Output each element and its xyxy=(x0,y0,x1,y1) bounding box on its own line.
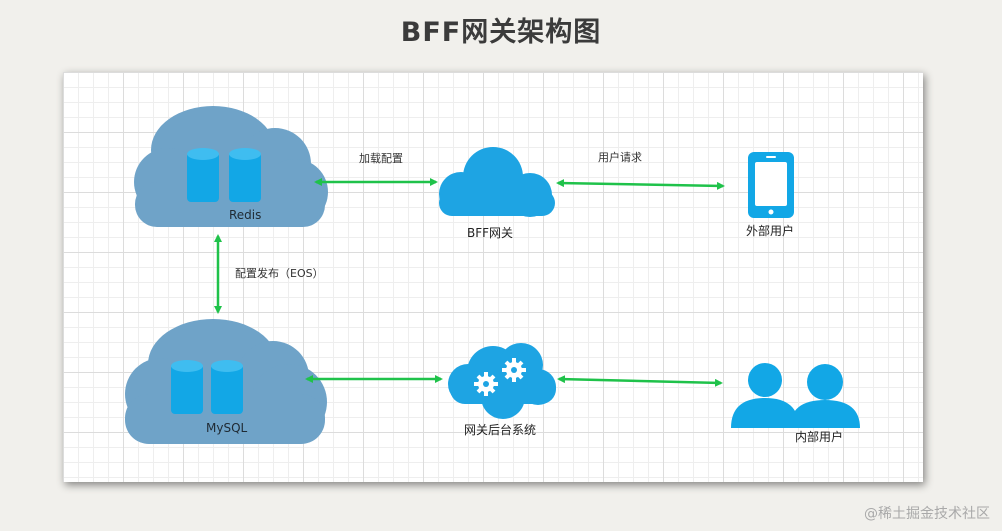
gateway-admin-label: 网关后台系统 xyxy=(464,422,536,437)
arrow-admin-internal xyxy=(557,375,723,387)
internal-users-label: 内部用户 xyxy=(795,429,843,444)
bff-gateway-node[interactable]: BFF网关 xyxy=(439,147,555,240)
database-icon xyxy=(171,360,243,414)
internal-users-node[interactable]: 内部用户 xyxy=(731,363,860,444)
connector-arrows xyxy=(214,178,725,387)
gear-icon xyxy=(502,358,526,382)
users-icon xyxy=(731,363,860,428)
arrow-bff-external xyxy=(556,179,725,190)
bff-cloud-icon xyxy=(439,147,555,217)
gateway-admin-node[interactable]: 网关后台系统 xyxy=(448,343,556,437)
gear-icon xyxy=(474,372,498,396)
edge-label-load-config: 加载配置 xyxy=(359,152,403,165)
diagram-canvas: Redis MySQL xyxy=(63,72,923,482)
edge-label-user-request: 用户请求 xyxy=(598,150,642,164)
architecture-diagram: Redis MySQL xyxy=(125,106,860,444)
phone-icon xyxy=(748,152,794,218)
redis-node[interactable]: Redis xyxy=(134,106,328,227)
redis-label: Redis xyxy=(229,208,261,222)
external-users-node[interactable]: 外部用户 xyxy=(746,152,794,238)
redis-cloud-icon xyxy=(134,106,328,227)
edge-label-config-publish: 配置发布（EOS） xyxy=(235,266,324,280)
watermark: @稀土掘金技术社区 xyxy=(864,506,990,522)
bff-gateway-label: BFF网关 xyxy=(467,226,513,240)
admin-cloud-icon xyxy=(448,343,556,419)
external-users-label: 外部用户 xyxy=(746,223,794,238)
mysql-label: MySQL xyxy=(206,421,248,435)
mysql-node[interactable]: MySQL xyxy=(125,319,327,444)
page-title: BFF网关架构图 xyxy=(400,17,602,48)
database-icon xyxy=(187,148,261,202)
